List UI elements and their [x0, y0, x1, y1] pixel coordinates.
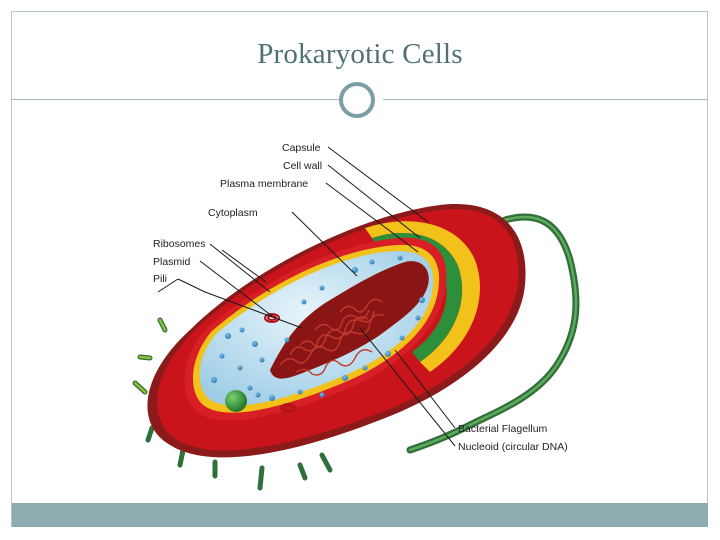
footer-bar	[12, 503, 708, 527]
label-bacterial-flagellum: Bacterial Flagellum	[458, 423, 548, 435]
label-nucleoid: Nucleoid (circular DNA)	[458, 441, 568, 453]
label-plasmid: Plasmid	[153, 256, 191, 268]
nucleoid-dna	[270, 261, 429, 379]
cell-wall-layer	[365, 221, 480, 372]
title-divider-right	[383, 99, 708, 100]
slide-title: Prokaryotic Cells	[257, 38, 463, 70]
leader-lines	[157, 146, 456, 447]
label-ribosomes: Ribosomes	[153, 238, 206, 250]
label-cell-wall: Cell wall	[283, 160, 322, 172]
divider-ring-ornament	[339, 82, 375, 118]
inclusion-granule	[225, 390, 247, 412]
label-cytoplasm: Cytoplasm	[208, 207, 258, 219]
label-plasma-membrane: Plasma membrane	[220, 178, 308, 190]
label-capsule: Capsule	[282, 142, 321, 154]
label-pili: Pili	[153, 273, 167, 285]
ribosomes	[211, 255, 425, 401]
title-divider-left	[12, 99, 339, 100]
diagram-labels: Capsule Cell wall Plasma membrane Cytopl…	[153, 142, 568, 453]
